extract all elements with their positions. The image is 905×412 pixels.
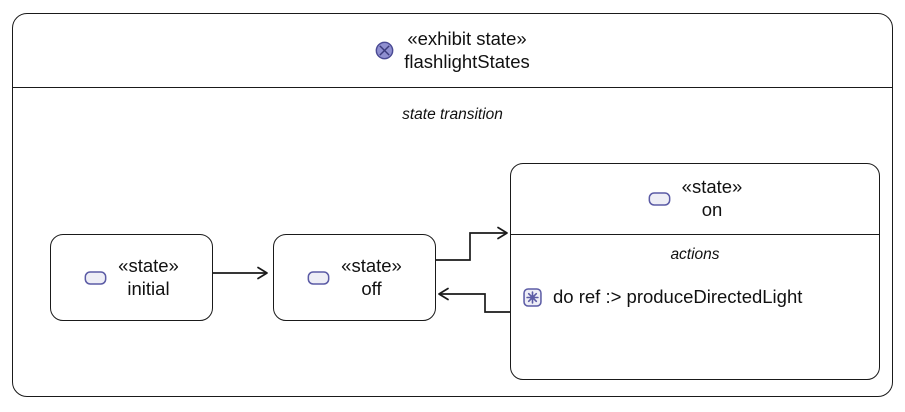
state-keyword: «state»: [341, 254, 402, 276]
state-label-off: «state» off: [341, 255, 402, 301]
state-name: off: [361, 277, 382, 299]
actions-compartment-label: actions: [670, 246, 720, 263]
state-icon: [84, 270, 107, 285]
frame-title-group: «exhibit state» flashlightStates: [375, 28, 530, 74]
state-header-off: «state» off: [274, 235, 435, 320]
state-label-initial: «state» initial: [118, 255, 179, 301]
state-header-initial: «state» initial: [51, 235, 212, 320]
state-header-on: «state» on: [511, 164, 879, 234]
action-text: do ref :> produceDirectedLight: [553, 286, 803, 307]
state-label-on: «state» on: [682, 176, 743, 222]
state-node-on[interactable]: «state» on actions do ref :> produceDire…: [510, 163, 880, 380]
exhibit-state-icon: [375, 41, 394, 60]
state-icon: [648, 192, 671, 206]
state-name: on: [701, 199, 723, 220]
frame-title: «exhibit state» flashlightStates: [404, 28, 529, 74]
compartment-label: state transition: [402, 106, 503, 123]
frame-header: «exhibit state» flashlightStates: [13, 14, 892, 88]
frame-name: flashlightStates: [404, 50, 530, 72]
state-keyword: «state»: [118, 254, 179, 276]
state-icon: [307, 270, 330, 285]
state-name: initial: [127, 277, 170, 299]
actions-compartment-divider: [511, 234, 879, 235]
state-node-initial[interactable]: «state» initial: [50, 234, 213, 321]
state-node-off[interactable]: «state» off: [273, 234, 436, 321]
state-keyword: «state»: [681, 176, 743, 198]
action-icon: [523, 287, 542, 307]
action-item[interactable]: do ref :> produceDirectedLight: [523, 286, 802, 308]
frame-keyword: «exhibit state»: [407, 27, 527, 49]
